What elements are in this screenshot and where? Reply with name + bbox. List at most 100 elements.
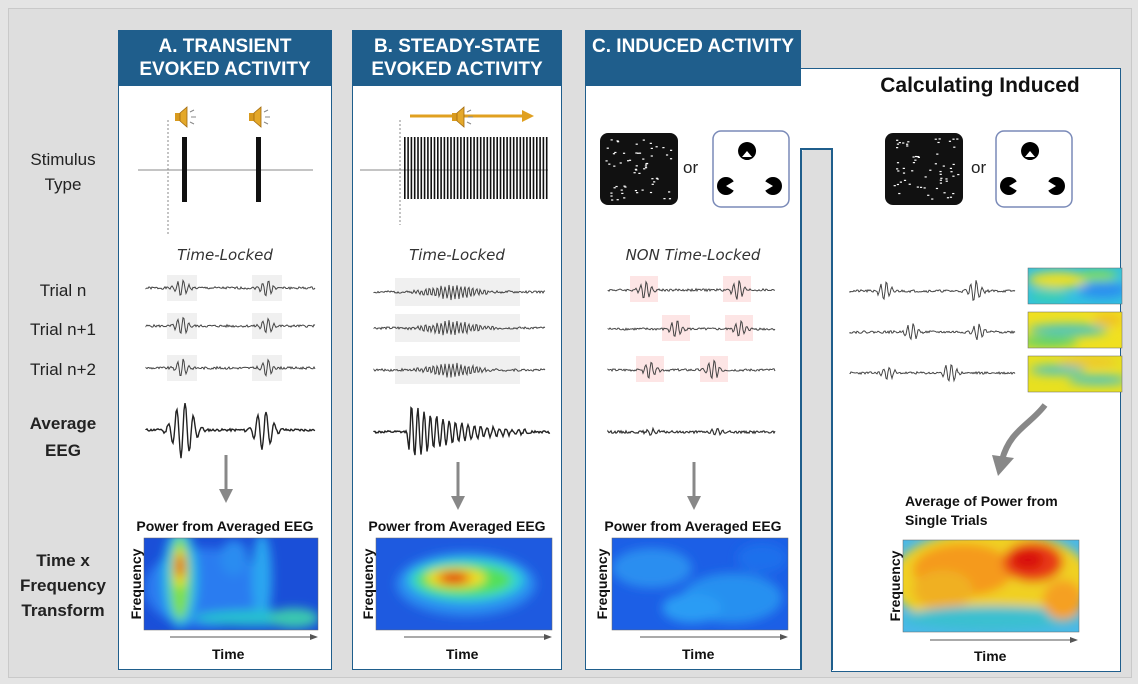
curved-arrow-icon: [992, 403, 1048, 476]
panel-a-title: A. TRANSIENT EVOKED ACTIVITY: [118, 30, 332, 86]
random-dot: [633, 172, 636, 174]
panel-c-lock-label: NON Time-Locked: [625, 246, 761, 264]
random-dot: [606, 147, 609, 149]
random-dot: [669, 158, 673, 160]
random-dot: [914, 155, 918, 158]
random-dot: [896, 162, 900, 164]
random-dot: [919, 186, 923, 188]
trial-trace: [373, 284, 546, 301]
random-dot: [899, 181, 902, 183]
power-blob: [1028, 337, 1078, 347]
random-dot: [616, 199, 619, 201]
random-dot: [927, 194, 930, 196]
random-dot: [908, 183, 911, 185]
calc-or: or: [971, 158, 987, 177]
random-dot: [622, 152, 626, 154]
average-eeg-trace: [373, 406, 551, 456]
trial-heatmap-n: [1027, 267, 1123, 305]
random-dot: [917, 156, 921, 158]
random-dot: [949, 196, 953, 198]
random-dot: [624, 186, 627, 188]
row-label-trial-n: Trial n: [39, 281, 87, 300]
random-dot: [638, 152, 642, 154]
connector-top: [799, 68, 833, 98]
arrow-down-icon: [451, 462, 465, 510]
heatmap-steady-state: [375, 537, 553, 631]
random-dot: [644, 165, 648, 167]
trial-trace: [373, 320, 546, 336]
random-dot: [896, 139, 899, 141]
random-dot: [946, 197, 950, 199]
random-dot: [939, 182, 943, 184]
random-dot: [934, 163, 937, 165]
random-dot: [931, 198, 934, 200]
heatmap-induced: [611, 537, 789, 631]
random-dot: [610, 195, 613, 197]
power-blob: [1012, 550, 1044, 570]
stimulus-click-bar: [526, 137, 528, 199]
random-dot: [934, 138, 937, 140]
stimulus-click-bar: [476, 137, 479, 199]
random-dot: [937, 141, 940, 144]
random-dot: [952, 163, 955, 166]
random-dot: [668, 191, 671, 193]
panel-b-power-label: Power from Averaged EEG: [368, 518, 546, 534]
random-dot: [635, 152, 638, 154]
speaker-icon: [452, 106, 473, 128]
random-dot: [642, 139, 645, 141]
random-dot: [896, 143, 900, 145]
stimulus-click-bar: [473, 137, 475, 199]
highlight-window: [725, 315, 753, 341]
random-dot: [668, 198, 672, 200]
random-dot: [651, 183, 654, 185]
average-eeg-trace: [145, 402, 316, 459]
random-dot: [621, 192, 624, 195]
connector-bottom-line: [800, 148, 832, 150]
random-dot: [896, 168, 899, 170]
axis-label-frequency: Frequency: [128, 548, 144, 620]
axis-label-time: Time: [974, 648, 1007, 664]
panel-c-or: or: [683, 158, 699, 177]
power-blob: [1030, 365, 1086, 375]
random-dot: [942, 165, 945, 167]
speaker-icon: [249, 106, 270, 128]
random-dot: [656, 178, 659, 180]
random-dot: [635, 165, 638, 167]
power-blob: [1078, 271, 1118, 281]
random-dot: [906, 143, 909, 145]
random-dot: [923, 187, 926, 189]
stimulus-click-bar: [532, 137, 535, 199]
stimulus-click-bar: [417, 137, 419, 199]
stimulus-click-bar: [413, 137, 416, 199]
trial-trace: [849, 363, 1016, 383]
trial-trace: [145, 358, 316, 378]
stimulus-click-bar: [483, 137, 485, 199]
stimulus-click-bar: [522, 137, 525, 199]
trial-trace: [849, 323, 1016, 341]
average-eeg-trace: [607, 426, 776, 436]
random-dot: [902, 172, 906, 174]
random-dot: [945, 180, 948, 182]
random-dot: [642, 158, 645, 160]
panel-c-title: C. INDUCED ACTIVITY: [585, 30, 801, 86]
stimulus-click-bar: [539, 137, 541, 199]
random-dot: [628, 159, 632, 161]
axis-label-frequency: Frequency: [594, 548, 610, 620]
stimulus-click-bar: [437, 137, 439, 199]
power-blob: [612, 548, 692, 588]
calc-power-label: Average of Power from Single Trials: [905, 493, 1058, 528]
random-dot: [653, 181, 656, 183]
random-dot: [613, 187, 616, 189]
random-dot: [669, 149, 673, 151]
power-blob: [1078, 282, 1122, 298]
power-blob: [220, 540, 248, 576]
random-dot: [945, 178, 948, 180]
random-dot-stimulus: [885, 133, 963, 205]
panel-c-stimulus: [600, 130, 790, 208]
random-dot: [939, 173, 942, 175]
random-dot: [611, 199, 614, 201]
random-dot: [646, 162, 649, 165]
stimulus-click-bar: [545, 137, 548, 199]
stimulus-click-bar: [460, 137, 462, 199]
